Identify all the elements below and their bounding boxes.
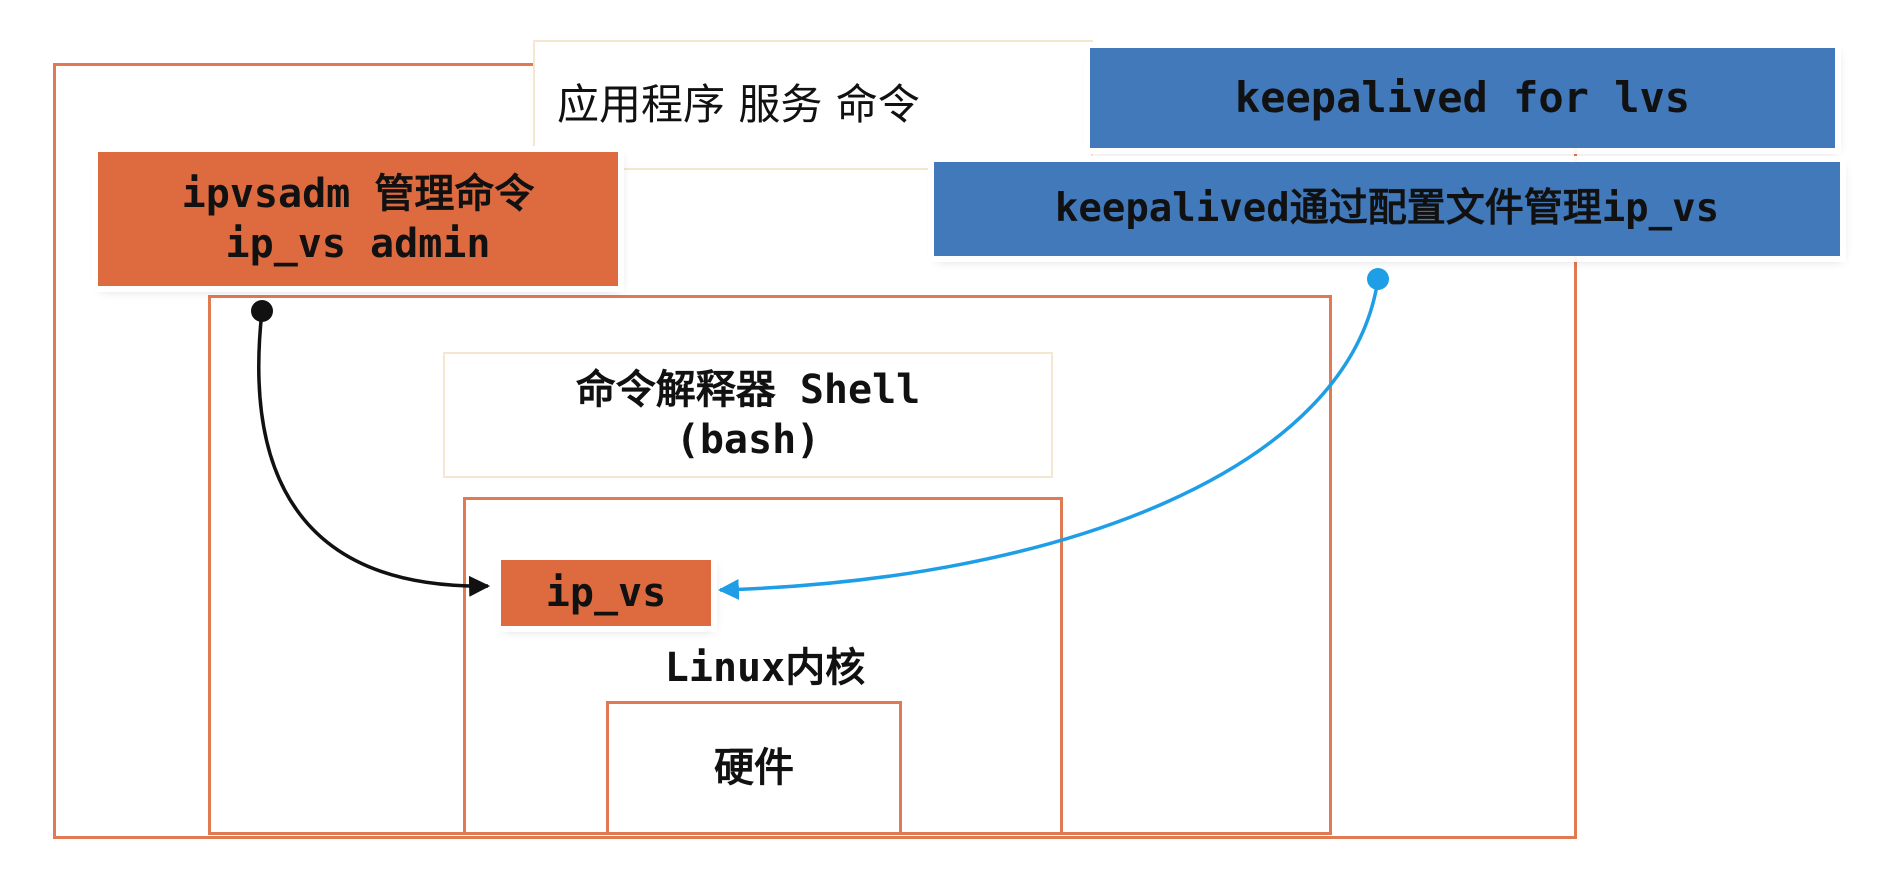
hardware-frame bbox=[606, 701, 902, 835]
shell-line2: (bash) bbox=[675, 417, 821, 463]
keepalived-title-text: keepalived for lvs bbox=[1234, 72, 1691, 122]
ipvs-text: ip_vs bbox=[545, 570, 667, 616]
shell-box: 命令解释器 Shell (bash) bbox=[443, 352, 1053, 478]
application-layer-label: 应用程序 服务 命令 bbox=[533, 40, 1093, 170]
ipvs-box: ip_vs bbox=[501, 560, 711, 626]
shell-line1: 命令解释器 Shell bbox=[575, 367, 921, 413]
keepalived-to-ipvs-arrow bbox=[717, 278, 1380, 600]
ipvsadm-line1: ipvsadm 管理命令 bbox=[181, 171, 535, 217]
ipvsadm-box: ipvsadm 管理命令 ip_vs admin bbox=[98, 152, 618, 286]
hardware-label: 硬件 bbox=[714, 745, 794, 791]
keepalived-desc-text: keepalived通过配置文件管理ip_vs bbox=[1054, 185, 1720, 231]
keepalived-desc-box: keepalived通过配置文件管理ip_vs bbox=[934, 162, 1840, 256]
kernel-label: Linux内核 bbox=[664, 645, 866, 691]
ipvsadm-line2: ip_vs admin bbox=[225, 221, 491, 267]
application-layer-text: 应用程序 服务 命令 bbox=[557, 79, 920, 129]
keepalived-title-box: keepalived for lvs bbox=[1090, 48, 1835, 148]
ipvsadm-to-ipvs-arrow bbox=[257, 310, 491, 597]
